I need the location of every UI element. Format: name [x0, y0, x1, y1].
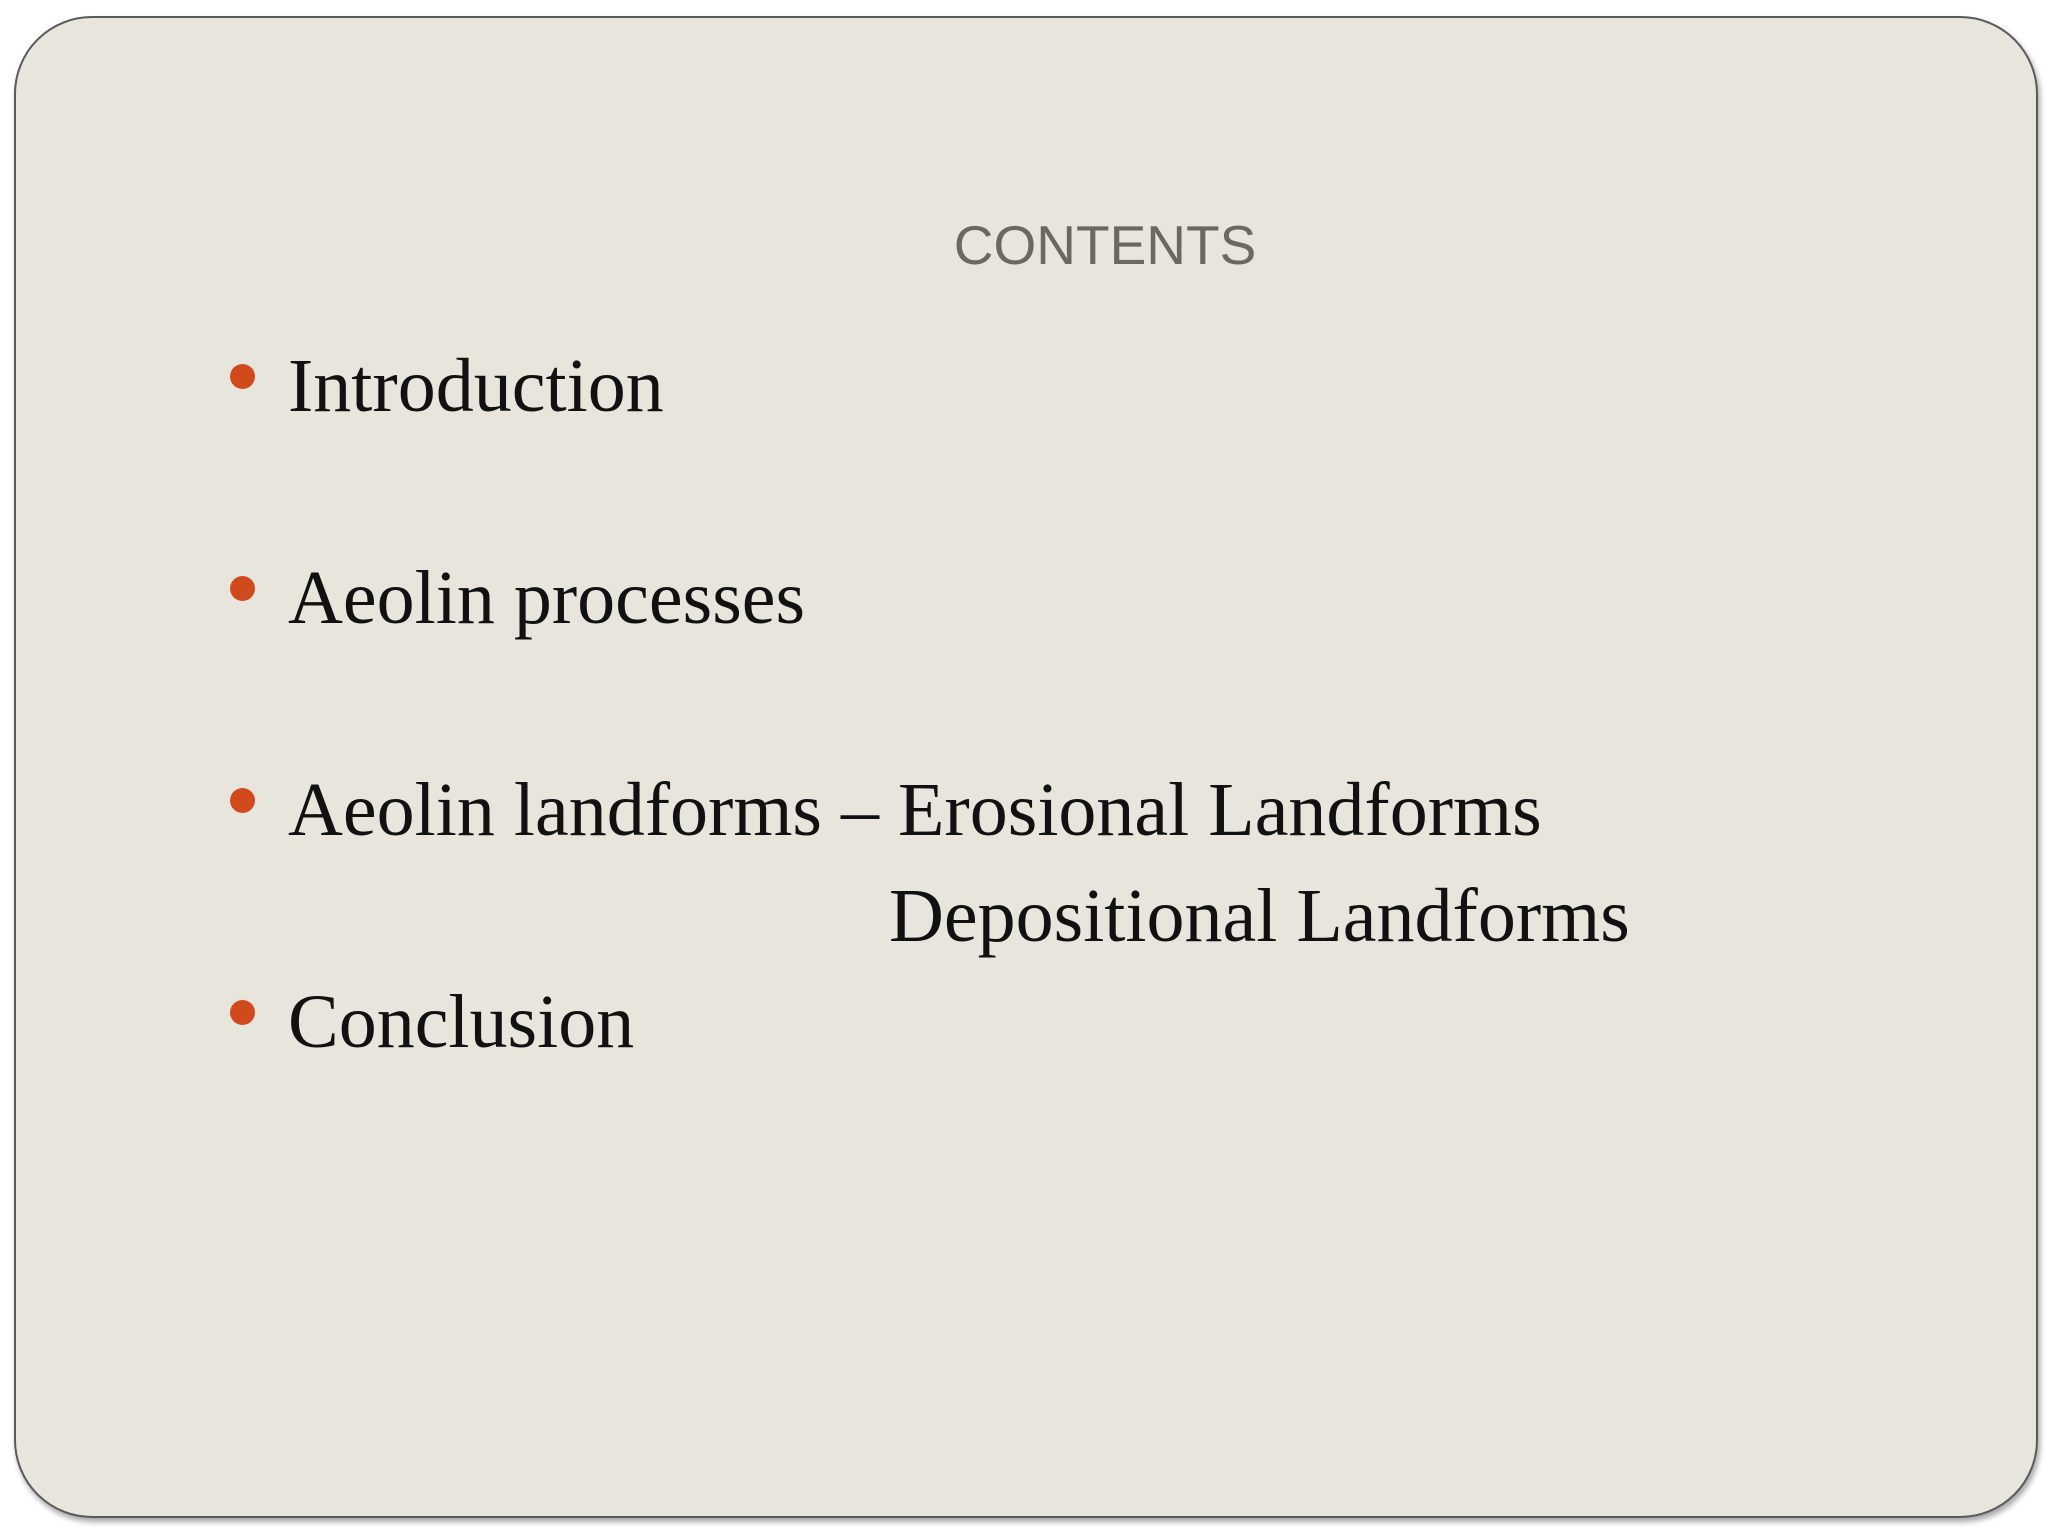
- slide-frame: [14, 16, 2038, 1518]
- list-item-label: Introduction: [288, 344, 664, 428]
- slide-title: CONTENTS: [953, 214, 1257, 276]
- list-item-label: Aeolin processes: [288, 556, 806, 640]
- bullet-dot-icon: [230, 364, 255, 389]
- bullet-dot-icon: [230, 788, 255, 813]
- list-item-continuation: Depositional Landforms: [889, 874, 1630, 958]
- bullet-dot-icon: [230, 576, 255, 601]
- list-item-label: Aeolin landforms – Erosional Landforms: [288, 768, 1542, 852]
- list-item-label: Conclusion: [288, 980, 635, 1064]
- bullet-dot-icon: [230, 1000, 255, 1025]
